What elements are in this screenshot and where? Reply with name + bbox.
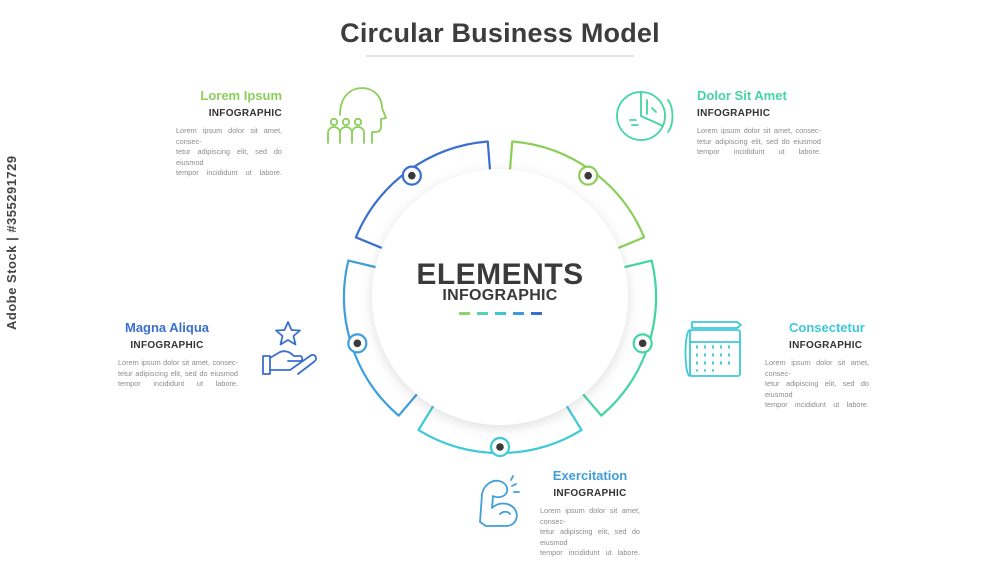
- center-dash: [494, 312, 506, 315]
- segment-dolor-sit-amet: Dolor Sit Amet INFOGRAPHIC Lorem ipsum d…: [697, 88, 821, 158]
- segment-name: Dolor Sit Amet: [697, 88, 787, 103]
- center-dash: [458, 312, 470, 315]
- center-dash: [476, 312, 488, 315]
- team-head-icon: [327, 87, 387, 144]
- segment-tag: INFOGRAPHIC: [697, 108, 771, 119]
- segment-magna-aliqua: Magna Aliqua INFOGRAPHIC Lorem ipsum dol…: [118, 320, 238, 390]
- page-title: Circular Business Model: [340, 18, 660, 48]
- segment-tag: INFOGRAPHIC: [208, 108, 282, 119]
- segment-description: Lorem ipsum dolor sit amet, consec-tetur…: [765, 358, 869, 409]
- segment-consectetur: Consectetur INFOGRAPHIC Lorem ipsum dolo…: [765, 320, 869, 411]
- segment-marker: [489, 436, 511, 458]
- segment-tag: INFOGRAPHIC: [789, 340, 863, 351]
- segment-marker: [632, 333, 653, 354]
- segment-tag: INFOGRAPHIC: [553, 488, 627, 499]
- title-underline: [366, 55, 634, 57]
- segment-exercitation: Exercitation INFOGRAPHIC Lorem ipsum dol…: [540, 468, 640, 559]
- segment-marker: [347, 333, 368, 354]
- segment-name: Consectetur: [789, 320, 865, 335]
- segment-description: Lorem ipsum dolor sit amet, consec-tetur…: [697, 126, 821, 156]
- pie-chart-icon: [616, 91, 674, 141]
- segment-lorem-ipsum: Lorem Ipsum INFOGRAPHIC Lorem ipsum dolo…: [176, 88, 282, 179]
- watermark-text: Adobe Stock | #355291729: [4, 155, 19, 330]
- segment-marker: [401, 165, 422, 186]
- segment-description: Lorem ipsum dolor sit amet, consec-tetur…: [176, 126, 282, 177]
- center-circle: [372, 169, 628, 425]
- segment-marker: [578, 165, 599, 186]
- segment-description: Lorem ipsum dolor sit amet, consec-tetur…: [540, 506, 640, 557]
- center-subtitle: INFOGRAPHIC: [442, 287, 558, 304]
- center-title: ELEMENTS: [416, 258, 584, 291]
- star-in-hand-icon: [262, 321, 317, 375]
- segment-name: Lorem Ipsum: [200, 88, 282, 103]
- center-dash: [530, 312, 542, 315]
- center-dash: [512, 312, 524, 315]
- markers-layer: [347, 165, 653, 458]
- segment-name: Exercitation: [552, 468, 628, 483]
- segment-description: Lorem ipsum dolor sit amet, consec-tetur…: [118, 358, 238, 388]
- segment-tag: INFOGRAPHIC: [130, 340, 204, 351]
- segment-name: Magna Aliqua: [124, 320, 210, 335]
- flexed-arm-icon: [479, 475, 520, 527]
- calendar-icon: [684, 321, 742, 377]
